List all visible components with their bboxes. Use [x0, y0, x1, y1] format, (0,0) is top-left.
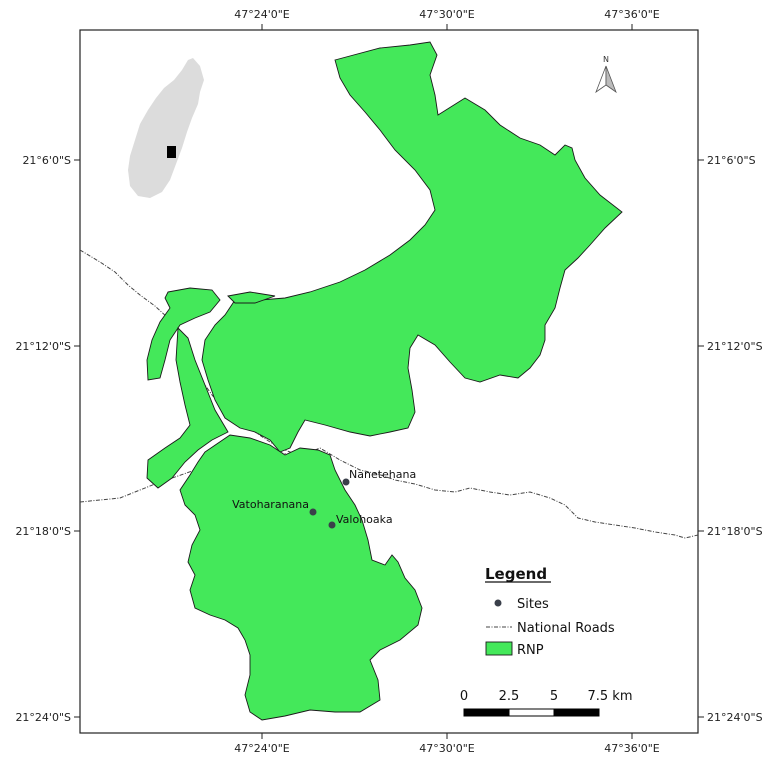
- coord-bottom-3: 47°36'0"E: [604, 742, 660, 755]
- coord-top-3: 47°36'0"E: [604, 8, 660, 21]
- north-arrow-icon: N: [595, 55, 617, 94]
- rnp-west-arm: [146, 287, 221, 381]
- site-marker-valohoaka[interactable]: [328, 521, 336, 529]
- inset-madagascar: [128, 58, 204, 198]
- scale-segment-2: [508, 708, 555, 717]
- legend-sites-label: Sites: [517, 597, 549, 612]
- coord-right-2: 21°12'0"S: [707, 340, 763, 353]
- scale-tick-2: 5: [550, 689, 558, 704]
- legend: Legend Sites National Roads RNP: [485, 565, 615, 658]
- scale-tick-0: 0: [460, 689, 468, 704]
- coord-left-4: 21°24'0"S: [15, 711, 71, 724]
- site-label-nanetehana: Nanetehana: [349, 468, 416, 481]
- site-markers: Nanetehana Vatoharanana Valohoaka: [232, 468, 416, 529]
- legend-title: Legend: [485, 565, 547, 583]
- scale-segment-1: [463, 708, 510, 717]
- site-label-vatoharanana: Vatoharanana: [232, 498, 309, 511]
- coord-top-2: 47°30'0"E: [419, 8, 475, 21]
- rnp-south-block: [179, 434, 423, 721]
- coord-labels-top: 47°24'0"E 47°30'0"E 47°36'0"E: [234, 8, 660, 21]
- coord-right-4: 21°24'0"S: [707, 711, 763, 724]
- coord-bottom-1: 47°24'0"E: [234, 742, 290, 755]
- coord-left-1: 21°6'0"S: [22, 154, 71, 167]
- coord-right-1: 21°6'0"S: [707, 154, 756, 167]
- rnp-park: [146, 41, 623, 721]
- coord-top-1: 47°24'0"E: [234, 8, 290, 21]
- legend-rnp-label: RNP: [517, 643, 544, 658]
- coord-right-3: 21°18'0"S: [707, 525, 763, 538]
- coord-left-2: 21°12'0"S: [15, 340, 71, 353]
- site-label-valohoaka: Valohoaka: [336, 513, 393, 526]
- coord-labels-bottom: 47°24'0"E 47°30'0"E 47°36'0"E: [234, 742, 660, 755]
- legend-sites-symbol: [494, 599, 502, 607]
- legend-roads-label: National Roads: [517, 621, 615, 636]
- inset-land: [128, 58, 204, 198]
- scale-tick-3: 7.5 km: [588, 689, 633, 704]
- rnp-small-patch: [227, 291, 276, 304]
- inset-location-marker: [167, 146, 176, 158]
- rnp-north-block: [201, 41, 623, 453]
- site-marker-nanetehana[interactable]: [342, 478, 350, 486]
- rnp-west-strip: [146, 326, 229, 489]
- scale-bar: 0 2.5 5 7.5 km: [460, 689, 633, 717]
- north-label: N: [603, 55, 609, 64]
- legend-rnp-symbol: [485, 641, 513, 656]
- coord-left-3: 21°18'0"S: [15, 525, 71, 538]
- road-east: [299, 447, 699, 539]
- coord-labels-left: 21°6'0"S 21°12'0"S 21°18'0"S 21°24'0"S: [15, 154, 71, 724]
- coord-bottom-2: 47°30'0"E: [419, 742, 475, 755]
- frame-ticks: [74, 24, 704, 739]
- scale-tick-1: 2.5: [499, 689, 520, 704]
- site-marker-vatoharanana[interactable]: [309, 508, 317, 516]
- coord-labels-right: 21°6'0"S 21°12'0"S 21°18'0"S 21°24'0"S: [707, 154, 763, 724]
- scale-segment-3: [553, 708, 600, 717]
